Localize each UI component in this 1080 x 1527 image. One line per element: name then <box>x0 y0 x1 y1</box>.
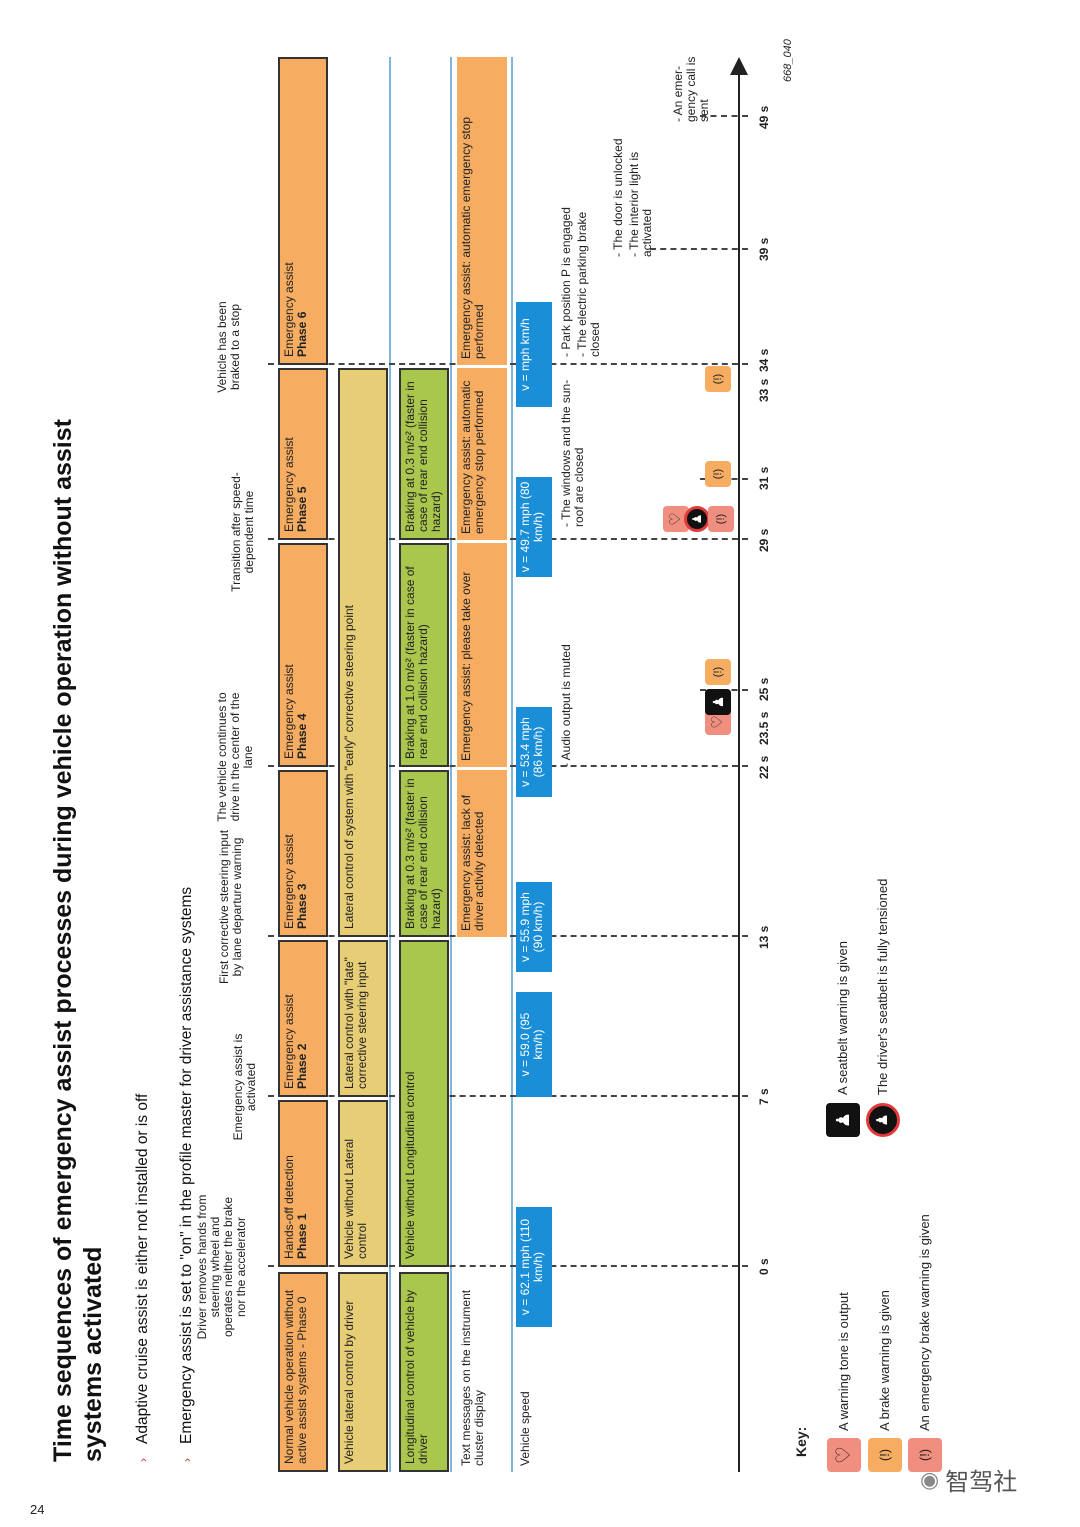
lateral-box-2: Lateral control with "late" corrective s… <box>338 940 388 1097</box>
tick-7s: 7 s <box>757 1088 771 1105</box>
wechat-icon: ◉ <box>920 1466 940 1492</box>
page-title: Time sequences of emergency assist proce… <box>49 419 107 1462</box>
bullet-2: ›Emergency assist is set to "on" in the … <box>178 886 195 1462</box>
seatbelt-warning-icon: ♟ <box>705 689 731 715</box>
speed-box-1: v = 62.1 mph (110 km/h) <box>516 1207 552 1327</box>
key-emergency-brake-icon: (!) <box>908 1438 942 1472</box>
tick-34s: 34 s <box>757 348 771 372</box>
speed-box-4: v = 53.4 mph (86 km/h) <box>516 707 552 797</box>
tick-22s: 22 s <box>757 755 771 779</box>
longitudinal-box-3: Braking at 1.0 m/s² (faster in case of r… <box>399 543 449 767</box>
seatbelt-tensioned-icon: ♟ <box>684 506 710 532</box>
bullet-1: ›Adaptive cruise assist is either not in… <box>134 1093 151 1462</box>
message-box-2: Emergency assist: please take over <box>457 543 507 767</box>
speed-box-5: v = 49.7 mph (80 km/h) <box>516 477 552 577</box>
tick-23-5s: 23.5 s <box>757 711 771 745</box>
brake-icon: (!) <box>917 1448 932 1462</box>
lateral-box-3: Lateral control of system with "early" c… <box>338 368 388 937</box>
tick-39s: 39 s <box>757 237 771 261</box>
tick-25s: 25 s <box>757 677 771 701</box>
watermark: ◉ 智驾社 <box>920 1462 1017 1497</box>
note-emergency-call: - An emer-gency call is sent <box>671 56 711 122</box>
tick-29s: 29 s <box>757 528 771 552</box>
longitudinal-box-4: Braking at 0.3 m/s² (faster in case of r… <box>399 368 449 540</box>
tick-0s: 0 s <box>757 1258 771 1275</box>
message-box-1: Emergency assist: lack of driver activit… <box>457 770 507 937</box>
key-tone-label: A warning tone is output <box>836 1292 851 1431</box>
longitudinal-box-1: Vehicle without Longitudinal control <box>399 940 449 1267</box>
key-brake-warning-icon: (!) <box>868 1438 902 1472</box>
annotation-34s: Vehicle has been braked to a stop <box>215 301 242 393</box>
key-brake-label: A brake warning is given <box>877 1290 892 1431</box>
row-label-longitudinal: Longitudinal control of vehicle by drive… <box>399 1272 449 1472</box>
message-box-4: Emergency assist: automatic emergency st… <box>457 57 507 365</box>
tick-49s: 49 s <box>757 105 771 129</box>
longitudinal-box-2: Braking at 0.3 m/s² (faster in case of r… <box>399 770 449 937</box>
image-code: 668_040 <box>782 39 794 82</box>
key-seatbelt-tensioned-icon: ♟ <box>866 1103 900 1137</box>
brake-icon: (!) <box>712 666 724 678</box>
annotation-29s: Transition after speed-dependent time <box>229 472 256 592</box>
time-axis <box>738 72 740 1472</box>
key-seatbelt-label: A seatbelt warning is given <box>835 941 850 1095</box>
tick-31s: 31 s <box>757 466 771 490</box>
tick-13s: 13 s <box>757 925 771 949</box>
speed-box-2: v = 59.0 (95 km/h) <box>516 992 552 1097</box>
brake-warning-icon: (!) <box>705 659 731 685</box>
key-seatbelt-warning-icon: ♟ <box>826 1103 860 1137</box>
time-line-34s <box>268 363 748 365</box>
page-number: 24 <box>30 1502 45 1517</box>
lateral-box-1: Vehicle without Lateral control <box>338 1100 388 1267</box>
note-door-unlocked: - The door is unlocked <box>611 138 625 257</box>
key-emergency-brake-label: An emergency brake warning is given <box>917 1214 932 1431</box>
seatbelt-icon: ♟ <box>690 513 704 525</box>
annotation-13s: First corrective steering input by lane … <box>217 829 244 985</box>
emergency-brake-warning-icon: (!) <box>708 506 734 532</box>
time-axis-arrow-icon <box>730 57 748 75</box>
key-seatbelt-tensioned-label: The driver's seatbelt is fully tensioned <box>875 878 890 1095</box>
note-interior-light: - The interior light is activated <box>627 151 654 257</box>
seatbelt-icon: ♟ <box>833 1111 853 1129</box>
brake-icon: (!) <box>712 373 724 385</box>
annotation-7s: Emergency assist is activated <box>231 1033 258 1141</box>
row-label-text-messages: Text messages on the instrument cluster … <box>459 1289 486 1466</box>
watermark-text: 智驾社 <box>945 1469 1018 1496</box>
tick-33s: 33 s <box>757 378 771 402</box>
brake-icon: (!) <box>715 513 727 525</box>
speed-box-3: v = 55.9 mph (90 km/h) <box>516 882 552 972</box>
note-park-position: - Park position P is engaged <box>559 207 573 357</box>
annotation-22s: The vehicle continues to drive in the ce… <box>215 692 255 822</box>
time-line-39s <box>650 248 748 250</box>
note-audio-muted: - Audio output is muted <box>559 644 573 767</box>
key-title: Key: <box>793 1426 809 1457</box>
annotation-0s: Driver removes hands from steering wheel… <box>195 1194 248 1340</box>
brake-warning-icon: (!) <box>705 461 731 487</box>
bell-icon: ♡ <box>833 1446 855 1464</box>
row-label-lateral: Vehicle lateral control by driver <box>338 1272 388 1472</box>
key-warning-tone-icon: ♡ <box>827 1438 861 1472</box>
row-label-phase: Normal vehicle operation without active … <box>278 1272 328 1472</box>
note-parking-brake: - The electric parking brake closed <box>575 211 602 357</box>
chevron-right-icon: › <box>136 1458 150 1462</box>
seatbelt-icon: ♟ <box>874 1113 891 1127</box>
message-box-3: Emergency assist: automatic emergency st… <box>457 368 507 540</box>
brake-warning-icon: (!) <box>705 366 731 392</box>
chevron-right-icon: › <box>180 1458 194 1462</box>
brake-icon: (!) <box>712 468 724 480</box>
note-windows-closed: - The windows and the sun-roof are close… <box>559 379 586 527</box>
brake-icon: (!) <box>877 1448 892 1462</box>
seatbelt-icon: ♟ <box>710 695 726 709</box>
speed-box-6: v = mph km/h <box>516 302 552 407</box>
